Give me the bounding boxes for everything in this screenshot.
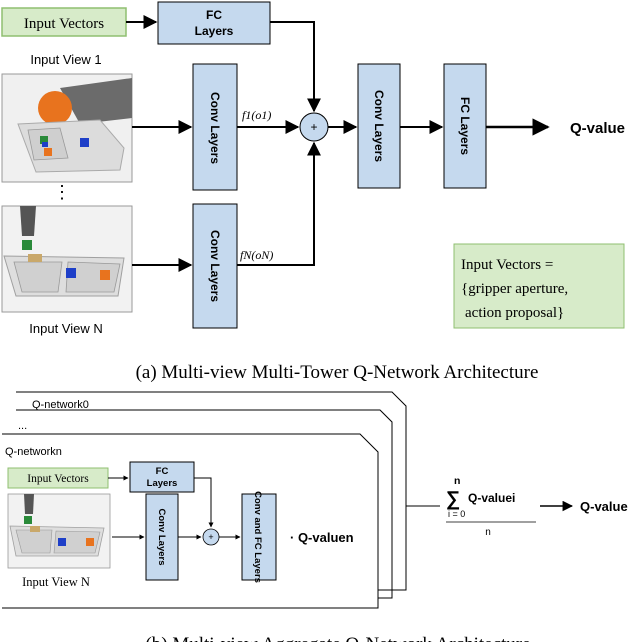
fc-layers-box-vertical [443,63,487,189]
input-vectors-note-box [453,243,625,329]
input-view-n-label: Input View N [29,321,102,336]
sum-term: Q-valuei [468,491,515,505]
qnetwork-dots: ... [18,420,27,432]
sum-upper-limit: n [454,475,460,487]
conv-layers-n-label: Conv Layers [208,230,222,302]
arrow-small-fc-to-sum [194,477,214,528]
sum-junction-small-plus: + [208,532,213,542]
sum-symbol: ∑ [446,488,460,510]
conv-fc-layers-box [241,493,277,581]
final-q-value: Q-value [580,499,628,514]
fN-label: fN(oN) [240,248,273,262]
arrow-fc-to-sum [270,21,321,113]
q-value-output: Q-value [570,120,625,137]
qnetwork-0-label: Q-network0 [32,399,89,411]
conv-layers-small-label: Conv Layers [156,508,167,565]
arrow-convN-to-sum [237,141,321,266]
input-view-n-image [1,205,133,313]
conv-layers-box-merged [357,63,401,189]
fc-small-line2: Layers [147,478,178,489]
caption-a: (a) Multi-view Multi-Tower Q-Network Arc… [136,362,539,383]
conv-layers-merged-label: Conv Layers [372,90,386,162]
conv-layers-1-label: Conv Layers [208,92,222,164]
conv-layers-box-n [192,203,238,329]
sum-junction-plus: + [310,120,317,134]
input-view-n-small-label: Input View N [22,575,90,589]
vertical-ellipsis: ⋮ [53,182,71,202]
fc-layers-top-line2: Layers [195,24,234,38]
input-vectors-small-label: Input Vectors [27,473,89,485]
input-vectors-label: Input Vectors [24,16,104,32]
fc-layers-box-top [157,1,271,45]
fc-layers-vertical-label: FC Layers [458,97,472,155]
fc-layers-box-small [129,461,195,493]
f1-label: f1(o1) [242,108,271,122]
caption-b: (b) Multi-view Aggregate Q-Network Archi… [145,634,530,642]
bottom-diagram: Q-network0 ... Q-networkn Input Vectors … [2,391,628,642]
input-view-1-label: Input View 1 [30,52,101,67]
note-line-2: {gripper aperture, [461,281,568,297]
input-view-1-image [1,73,133,183]
input-vectors-box [1,7,127,37]
q-value-n-label: · Q-valuen [290,530,354,545]
note-line-3: action proposal} [465,305,564,321]
input-view-n-image-small [7,493,111,569]
conv-layers-box-1 [192,63,238,191]
sum-lower-limit: i = 0 [448,509,465,519]
note-line-1: Input Vectors = [461,257,553,273]
fc-layers-top-line1: FC [206,8,222,22]
fc-small-line1: FC [156,466,169,477]
qnetwork-n-label: Q-networkn [5,446,62,458]
conv-fc-layers-label: Conv and FC Layers [252,491,263,583]
sum-denominator: n [485,527,491,538]
top-diagram: Input Vectors FC Layers Input View 1 ⋮ [1,1,625,383]
